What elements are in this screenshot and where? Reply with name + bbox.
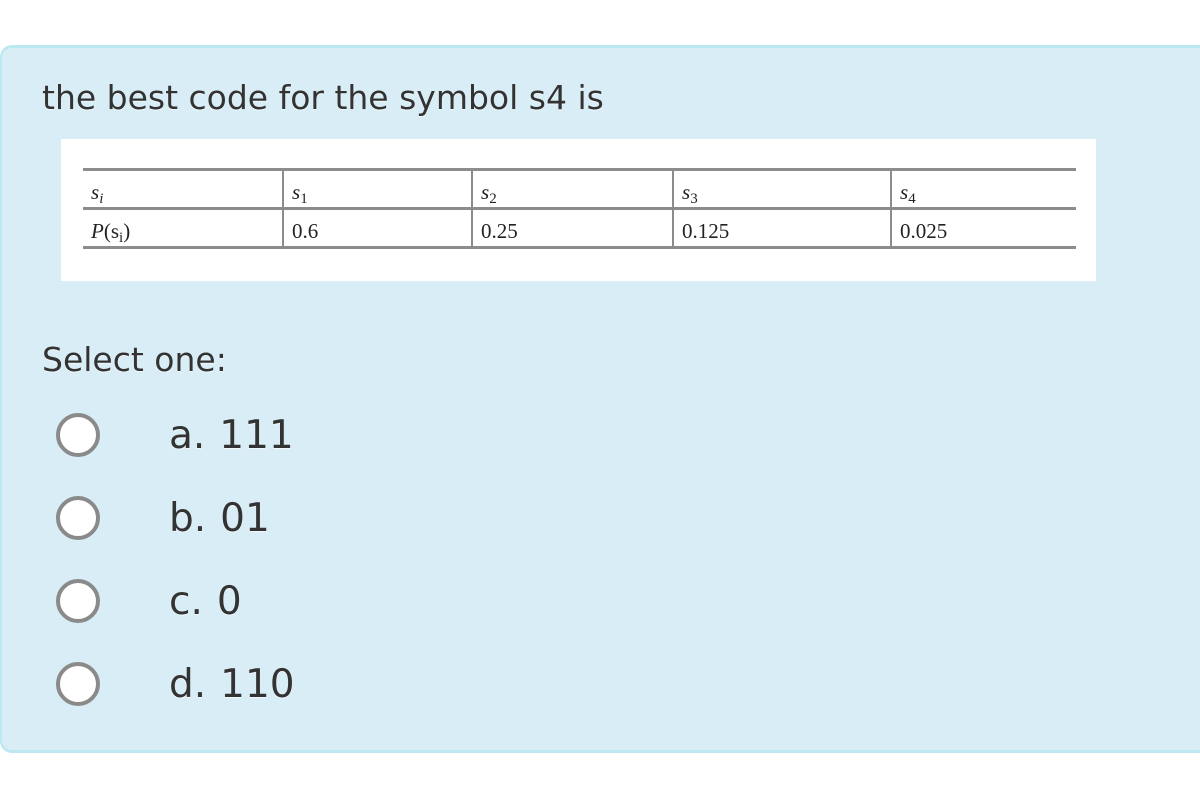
option-c[interactable]: c. 0 xyxy=(56,576,242,626)
table-header-probability: P(si) xyxy=(83,207,283,249)
option-a[interactable]: a. 111 xyxy=(56,410,294,460)
table-cell-probability-3: 0.125 xyxy=(672,207,891,249)
table-cell-symbol-2: s2 xyxy=(471,168,673,210)
option-b[interactable]: b. 01 xyxy=(56,493,270,543)
radio-button-b[interactable] xyxy=(56,496,100,540)
table-cell-probability-2: 0.25 xyxy=(471,207,673,249)
table-cell-symbol-4: s4 xyxy=(890,168,1076,210)
table-cell-symbol-3: s3 xyxy=(672,168,891,210)
table-row-symbols: si s1 s2 s3 s4 xyxy=(83,168,1076,210)
answer-options: a. 111 b. 01 c. 0 d. 110 xyxy=(2,48,1200,750)
radio-button-d[interactable] xyxy=(56,662,100,706)
table-row-probabilities: P(si) 0.6 0.25 0.125 0.025 xyxy=(83,207,1076,249)
radio-button-c[interactable] xyxy=(56,579,100,623)
question-panel: the best code for the symbol s4 is si s1… xyxy=(0,45,1200,753)
select-one-label: Select one: xyxy=(42,340,227,379)
question-text: the best code for the symbol s4 is xyxy=(42,78,604,117)
table-cell-probability-1: 0.6 xyxy=(282,207,472,249)
probability-table: si s1 s2 s3 s4 P(si) 0.6 xyxy=(83,168,1076,249)
table-cell-probability-4: 0.025 xyxy=(890,207,1076,249)
option-d[interactable]: d. 110 xyxy=(56,659,295,709)
probability-table-figure: si s1 s2 s3 s4 P(si) 0.6 xyxy=(61,139,1096,281)
radio-button-a[interactable] xyxy=(56,413,100,457)
option-c-label[interactable]: c. 0 xyxy=(169,578,242,624)
option-a-label[interactable]: a. 111 xyxy=(169,412,294,458)
option-d-label[interactable]: d. 110 xyxy=(169,661,295,707)
table-header-symbol: si xyxy=(83,168,283,210)
option-b-label[interactable]: b. 01 xyxy=(169,495,270,541)
table-cell-symbol-1: s1 xyxy=(282,168,472,210)
